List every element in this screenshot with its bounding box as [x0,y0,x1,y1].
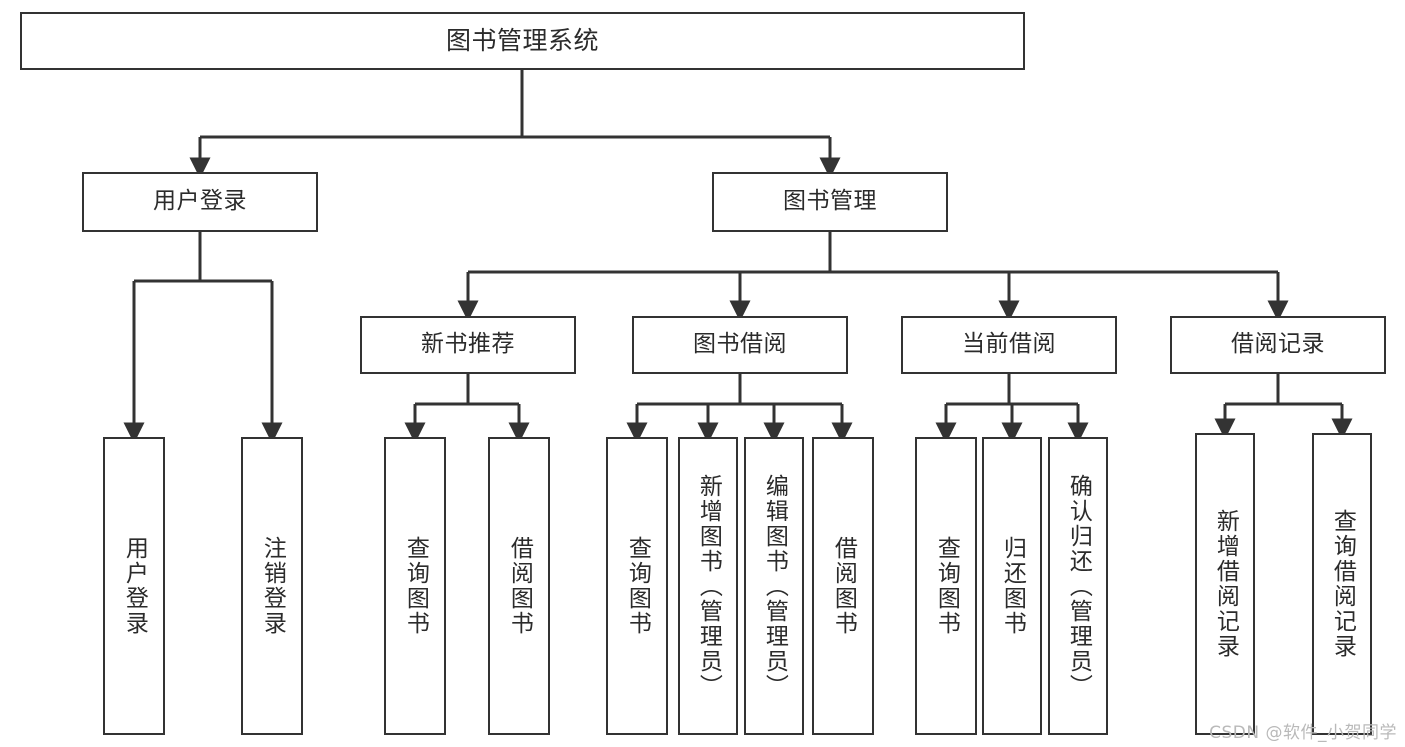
leaf-borrow-book-recommend[interactable]: 借阅图书 [488,437,550,735]
leaf-return-book[interactable]: 归还图书 [982,437,1042,735]
leaf-query-book-current[interactable]: 查询图书 [915,437,977,735]
leaf-borrow-book-borrow[interactable]: 借阅图书 [812,437,874,735]
node-user-login[interactable]: 用户登录 [82,172,318,232]
node-book-management[interactable]: 图书管理 [712,172,948,232]
leaf-add-book-admin[interactable]: 新增图书（管理员） [678,437,738,735]
node-book-borrow[interactable]: 图书借阅 [632,316,848,374]
node-borrow-record[interactable]: 借阅记录 [1170,316,1386,374]
node-root-book-management-system[interactable]: 图书管理系统 [20,12,1025,70]
csdn-watermark: CSDN @软件_小贺同学 [1209,723,1397,743]
leaf-edit-book-admin[interactable]: 编辑图书（管理员） [744,437,804,735]
leaf-query-borrow-record[interactable]: 查询借阅记录 [1312,433,1372,735]
leaf-confirm-return-admin[interactable]: 确认归还（管理员） [1048,437,1108,735]
node-new-book-recommend[interactable]: 新书推荐 [360,316,576,374]
node-current-borrow[interactable]: 当前借阅 [901,316,1117,374]
leaf-add-borrow-record[interactable]: 新增借阅记录 [1195,433,1255,735]
leaf-user-login[interactable]: 用户登录 [103,437,165,735]
leaf-user-logout[interactable]: 注销登录 [241,437,303,735]
leaf-query-book-recommend[interactable]: 查询图书 [384,437,446,735]
leaf-query-book-borrow[interactable]: 查询图书 [606,437,668,735]
